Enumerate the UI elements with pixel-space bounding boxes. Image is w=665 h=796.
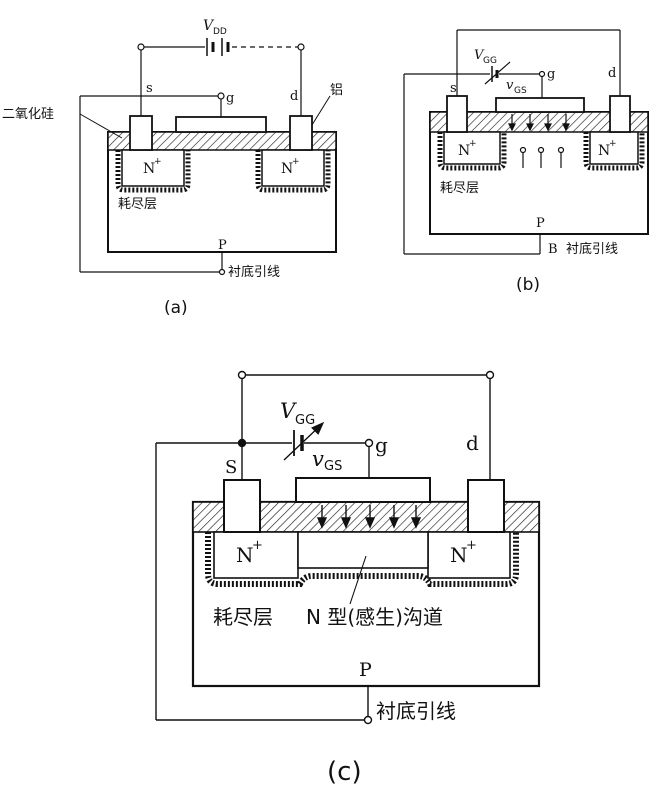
- depletion-layer-left: [115, 150, 191, 193]
- drain-label-c: d: [466, 431, 479, 455]
- gate-metal-b: [495, 97, 585, 113]
- vgs-label-c: v: [312, 447, 324, 471]
- drain-label-a: d: [290, 89, 298, 104]
- panel-b: [403, 29, 649, 255]
- source-contact-b: [446, 95, 468, 133]
- n-plus-region-left-c: [213, 531, 299, 579]
- vgg-label-b: V: [474, 48, 485, 63]
- metal-label: 铝: [330, 83, 343, 98]
- panel-a: [79, 38, 337, 276]
- oxide-label: 二氧化硅: [2, 107, 54, 122]
- vgs-subscript-b: GS: [514, 86, 527, 96]
- panel-a-labels: V DD s g d 二氧化硅 铝 N + N + 耗尽层 P 衬底引线 (a): [2, 18, 343, 318]
- plus-sup-left-c: +: [252, 538, 263, 553]
- plus-sup-left-b: +: [469, 139, 477, 149]
- caption-c: (c): [327, 757, 362, 787]
- depletion-label-b: 耗尽层: [440, 181, 479, 196]
- vdd-label: V: [203, 18, 215, 34]
- vgs-subscript-c: GS: [324, 459, 342, 474]
- source-label-c: S: [225, 457, 237, 478]
- n-plus-label-right-a: N: [281, 161, 293, 177]
- gate-label-b: g: [547, 67, 555, 82]
- panel-c-labels: V GG v GS S g d N + N + 耗尽层 N 型(感生)沟道 P …: [213, 399, 479, 787]
- plus-sup-left-a: +: [154, 157, 162, 167]
- vgs-label-b: v: [506, 78, 514, 93]
- plus-sup-right-a: +: [292, 157, 300, 167]
- source-contact-c: [223, 479, 261, 533]
- n-plus-label-left-a: N: [143, 161, 155, 177]
- drain-contact: [289, 115, 313, 151]
- substrate-label-a: 衬底引线: [228, 264, 280, 280]
- n-plus-label-right-b: N: [598, 143, 610, 159]
- p-label-c: P: [359, 659, 372, 681]
- drain-contact-c: [467, 479, 505, 533]
- vdd-subscript: DD: [213, 27, 227, 37]
- source-label-b: s: [450, 81, 457, 96]
- depletion-layer-right: [255, 150, 331, 193]
- panel-b-labels: V GG v GS s g d N + N + 耗尽层 P B 衬底引线 (b): [440, 48, 618, 295]
- depletion-layer-c: [205, 532, 519, 587]
- plus-sup-right-b: +: [609, 139, 617, 149]
- n-plus-label-right-c: N: [450, 543, 468, 567]
- substrate-label-b: 衬底引线: [566, 241, 618, 257]
- depletion-label-a: 耗尽层: [118, 197, 157, 212]
- gate-metal: [175, 116, 267, 133]
- n-plus-label-left-c: N: [236, 543, 254, 567]
- plus-sup-right-c: +: [466, 538, 477, 553]
- caption-b: (b): [516, 275, 540, 295]
- n-plus-region-right-c: [427, 531, 511, 579]
- depletion-label-c: 耗尽层: [213, 605, 273, 629]
- vgg-label-c: V: [280, 399, 297, 423]
- gate-metal-c: [295, 477, 431, 503]
- panel-c: [155, 370, 541, 725]
- induced-channel: [297, 531, 429, 569]
- source-label-a: s: [146, 81, 153, 96]
- n-plus-label-left-b: N: [458, 143, 470, 159]
- b-terminal-label: B: [548, 242, 558, 257]
- n-plus-region-left: [121, 149, 185, 187]
- gate-label-a: g: [226, 91, 234, 106]
- p-label-a: P: [218, 238, 227, 253]
- source-contact: [129, 115, 153, 151]
- vgg-subscript-b: GG: [483, 56, 497, 66]
- gate-label-c: g: [375, 433, 388, 457]
- vgg-subscript-c: GG: [295, 413, 315, 428]
- channel-label-c: N 型(感生)沟道: [306, 605, 443, 629]
- drain-contact-b: [609, 95, 631, 133]
- p-label-b: P: [536, 216, 545, 231]
- caption-a: (a): [164, 298, 188, 318]
- substrate-label-c: 衬底引线: [376, 699, 456, 723]
- drain-label-b: d: [608, 66, 616, 81]
